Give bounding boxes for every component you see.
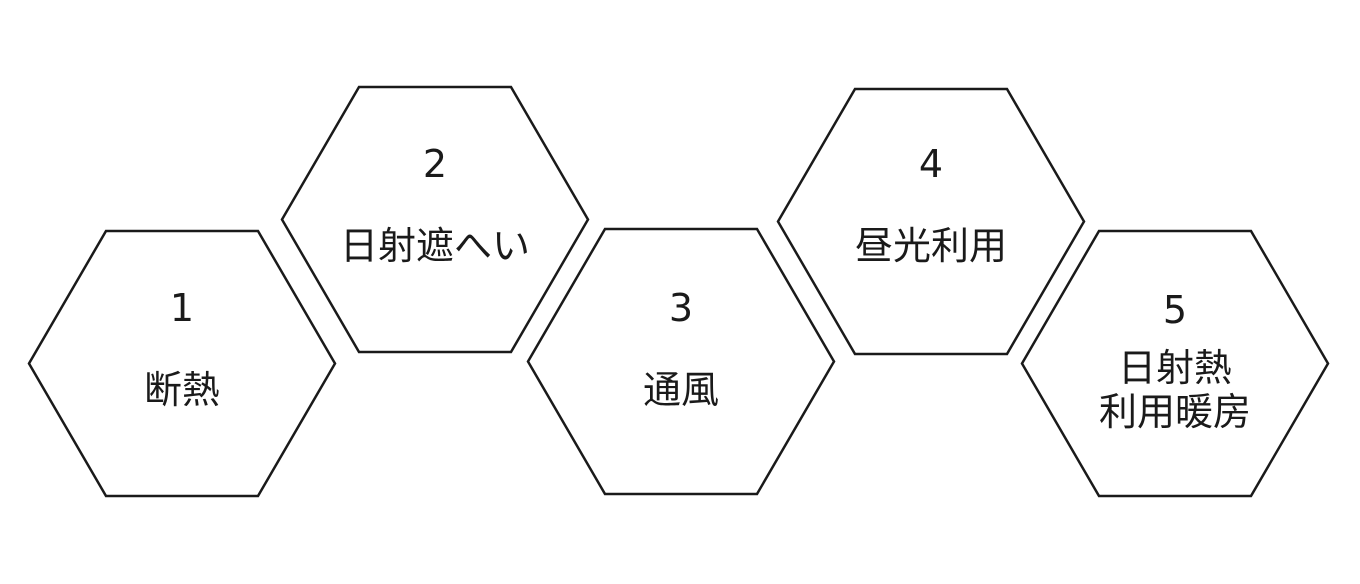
hexagon-label-line: 日射遮へい <box>339 224 530 268</box>
hexagon-label: 断熱 <box>29 368 335 412</box>
hexagon-label: 通風 <box>528 368 834 412</box>
hexagon-number: 3 <box>668 286 694 330</box>
hexagon-label-line: 利用暖房 <box>1098 390 1251 434</box>
hexagon-label-line: 断熱 <box>143 368 220 412</box>
hexagon-4 <box>776 87 1086 356</box>
hexagon-5 <box>1020 229 1330 498</box>
hexagon-label-line: 通風 <box>642 368 719 412</box>
hexagon-number: 1 <box>169 286 195 330</box>
hexagon-label: 日射遮へい <box>282 224 588 268</box>
hexagon-label-line: 昼光利用 <box>854 224 1007 268</box>
hexagon-number: 2 <box>422 142 448 186</box>
hexagon-number: 4 <box>918 142 944 186</box>
hexagon-label: 日射熱利用暖房 <box>1022 346 1328 434</box>
hexagon-2 <box>280 85 590 354</box>
hexagon-label-line: 日射熱 <box>1117 346 1232 390</box>
hexagon-1 <box>27 229 337 498</box>
hexagon-label: 昼光利用 <box>778 224 1084 268</box>
hexagon-3 <box>526 227 836 496</box>
hexagon-number: 5 <box>1162 288 1188 332</box>
